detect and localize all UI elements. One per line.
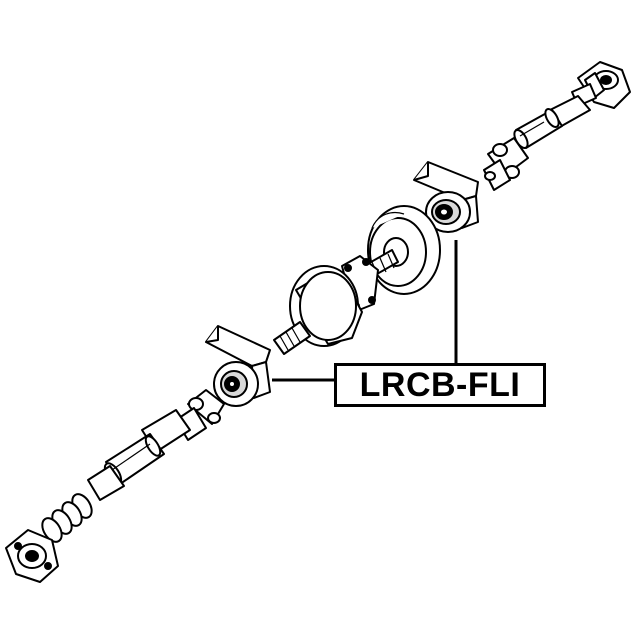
rear-shaft-front-universal-joint	[483, 137, 529, 191]
part-number-label: LRCB-FLI	[334, 363, 546, 407]
threaded-stub	[273, 321, 311, 355]
leader-lines	[272, 240, 458, 382]
front-shaft-boot	[41, 493, 93, 543]
center-housing	[289, 265, 363, 347]
center-bearing-front-bracket	[205, 325, 271, 407]
front-shaft-tube	[87, 409, 191, 501]
rear-shaft-tube	[513, 95, 591, 150]
flex-disc	[367, 205, 441, 295]
front-universal-joint	[5, 529, 59, 583]
center-bearing-rear-bracket	[413, 161, 479, 233]
rear-universal-joint	[571, 61, 631, 109]
